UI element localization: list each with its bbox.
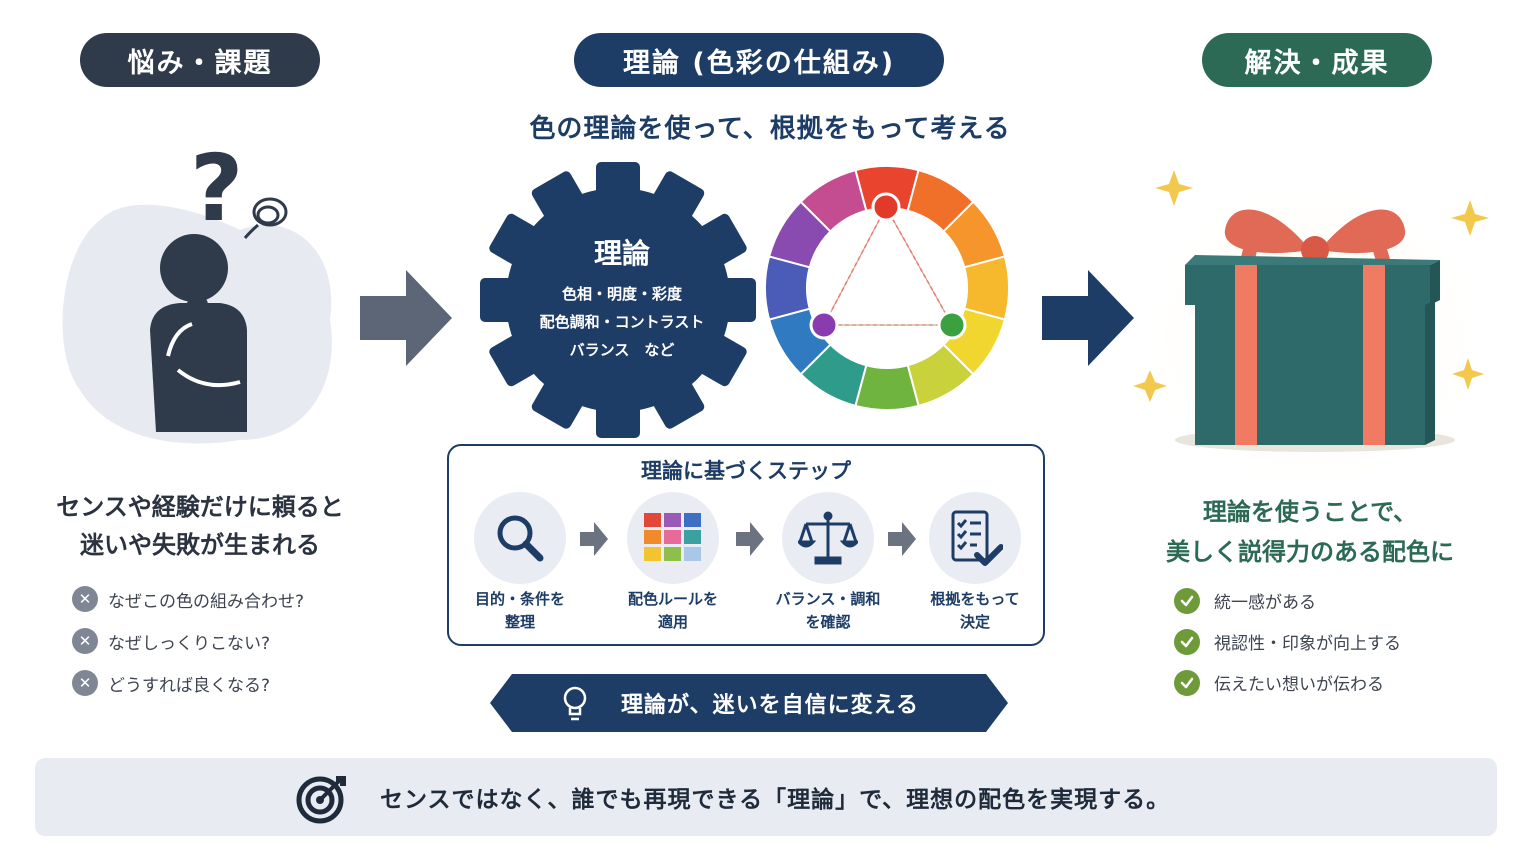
balance-scale-icon: [782, 492, 874, 584]
benefit-list: 統一感がある 視認性・印象が向上する 伝えたい想いが伝わる: [1174, 580, 1474, 703]
benefit-text: 視認性・印象が向上する: [1214, 634, 1401, 654]
step-item: 配色ルールを 適用: [603, 492, 743, 634]
step-label-line1: 目的・条件を: [474, 590, 565, 608]
benefit-text: 統一感がある: [1214, 593, 1316, 613]
question-item: ✕ どうすれば良くなる?: [72, 662, 372, 704]
step-label-line2: を確認: [805, 613, 851, 631]
footer-text: センスではなく、誰でも再現できる「理論」で、理想の配色を実現する。: [380, 787, 1171, 813]
step-label-line2: 適用: [657, 613, 688, 631]
step-label-line1: 根拠をもって: [930, 590, 1020, 608]
svg-text:?: ?: [190, 135, 243, 242]
steps-panel: [447, 444, 1045, 646]
sparkle-icon: [1133, 170, 1489, 402]
step-label: 目的・条件を 整理: [450, 588, 590, 634]
gear-icon: [480, 162, 756, 438]
search-icon: [474, 492, 566, 584]
theory-heading: 理論 (色彩の仕組み): [574, 33, 944, 87]
color-wheel-icon: [764, 165, 1010, 411]
result-line1: 理論を使うことで、: [1202, 498, 1418, 526]
benefit-item: 伝えたい想いが伝わる: [1174, 662, 1474, 703]
problem-line1: センスや経験だけに頼ると: [56, 493, 344, 521]
x-icon: ✕: [72, 628, 98, 654]
step-label-line1: バランス・調和: [775, 590, 881, 608]
question-text: なぜこの色の組み合わせ?: [108, 591, 305, 612]
gift-box-illustration: [1133, 160, 1495, 480]
problem-line2: 迷いや失敗が生まれる: [80, 531, 320, 559]
benefit-item: 統一感がある: [1174, 580, 1474, 621]
target-icon: [296, 776, 346, 824]
problem-heading: 悩み・課題: [80, 33, 320, 87]
step-arrow-icon: [580, 522, 608, 556]
color-wheel-segment: [799, 168, 868, 233]
benefit-item: 視認性・印象が向上する: [1174, 621, 1474, 662]
scribble-thought-icon: [243, 197, 288, 239]
gear-title: 理論: [593, 237, 650, 270]
step-label: 根拠をもって 決定: [905, 588, 1045, 634]
color-palette-icon: [627, 492, 719, 584]
gear-line: バランス など: [569, 341, 675, 359]
check-icon: [1174, 628, 1200, 655]
checklist-icon: [929, 492, 1021, 584]
problem-statement: センスや経験だけに頼ると 迷いや失敗が生まれる: [30, 488, 370, 564]
gear-content: 理論 色相・明度・彩度 配色調和・コントラスト バランス など: [522, 232, 722, 364]
gear-line: 色相・明度・彩度: [561, 285, 682, 303]
question-text: どうすれば良くなる?: [108, 675, 271, 696]
step-item: バランス・調和 を確認: [758, 492, 898, 634]
check-icon: [1174, 669, 1200, 696]
x-icon: ✕: [72, 670, 98, 696]
theory-subtitle: 色の理論を使って、根拠をもって考える: [529, 114, 1011, 144]
right-arrow-icon: [360, 270, 452, 366]
result-heading: 解決・成果: [1202, 33, 1432, 87]
check-icon: [1174, 587, 1200, 614]
step-label: バランス・調和 を確認: [758, 588, 898, 634]
step-label-line1: 配色ルールを: [627, 590, 718, 608]
question-item: ✕ なぜこの色の組み合わせ?: [72, 578, 372, 620]
benefit-text: 伝えたい想いが伝わる: [1214, 675, 1384, 695]
step-arrow-icon: [888, 522, 916, 556]
question-mark-icon: ?: [190, 135, 243, 242]
right-arrow-icon: [1042, 270, 1134, 366]
step-item: 目的・条件を 整理: [450, 492, 590, 634]
step-label: 配色ルールを 適用: [603, 588, 743, 634]
banner-shape: [490, 674, 1008, 732]
question-text: なぜしっくりこない?: [108, 633, 271, 654]
step-label-line2: 整理: [504, 613, 535, 631]
gear-line: 配色調和・コントラスト: [539, 313, 705, 331]
question-list: ✕ なぜこの色の組み合わせ? ✕ なぜしっくりこない? ✕ どうすれば良くなる?: [72, 578, 372, 704]
steps-title: 理論に基づくステップ: [641, 459, 851, 483]
x-icon: ✕: [72, 586, 98, 612]
banner-text: 理論が、迷いを自信に変える: [621, 693, 919, 718]
step-item: 根拠をもって 決定: [905, 492, 1045, 634]
result-statement: 理論を使うことで、 美しく説得力のある配色に: [1130, 492, 1490, 572]
question-item: ✕ なぜしっくりこない?: [72, 620, 372, 662]
step-label-line2: 決定: [959, 613, 990, 631]
step-arrow-icon: [736, 522, 764, 556]
thinking-person-illustration: ?: [62, 135, 332, 444]
footer-bar: [35, 758, 1497, 836]
lightbulb-icon: [563, 686, 587, 721]
result-line2: 美しく説得力のある配色に: [1166, 538, 1454, 566]
